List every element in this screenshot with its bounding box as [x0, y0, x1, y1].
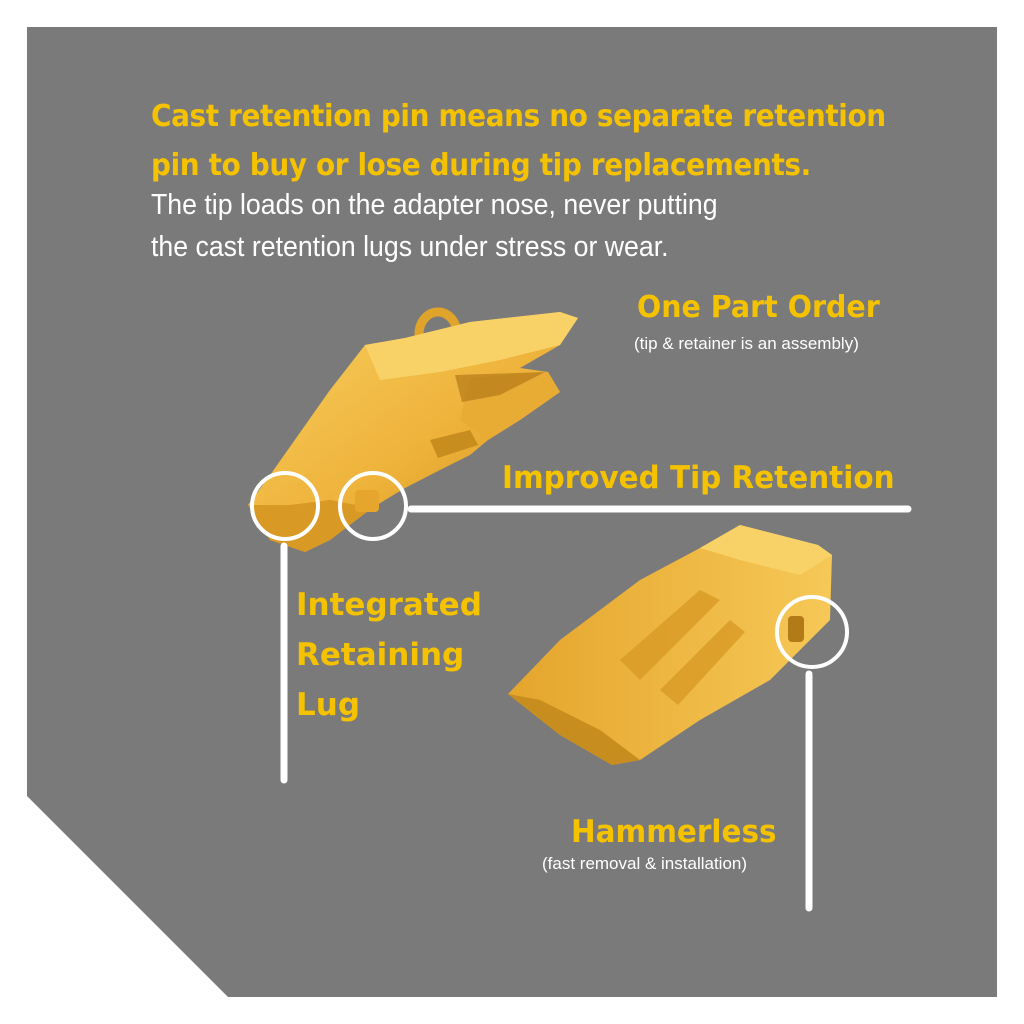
integrated-retaining-lug-label: Integrated Retaining Lug — [296, 580, 482, 730]
lug-label-line-3: Lug — [296, 687, 361, 723]
headline-line-2: pin to buy or lose during tip replacemen… — [151, 148, 811, 183]
one-part-order-note: (tip & retainer is an assembly) — [634, 334, 859, 353]
tip-image — [508, 525, 832, 765]
headline: Cast retention pin means no separate ret… — [151, 92, 914, 190]
headline-line-1: Cast retention pin means no separate ret… — [151, 99, 886, 134]
lug-label-line-1: Integrated — [296, 587, 482, 623]
subtext-line-1: The tip loads on the adapter nose, never… — [151, 189, 718, 221]
one-part-order-label: One Part Order — [637, 290, 880, 325]
lug-callout-circle — [250, 471, 320, 541]
retention-callout-circle — [338, 471, 408, 541]
hammerless-callout-circle — [775, 595, 849, 669]
lug-label-line-2: Retaining — [296, 637, 465, 673]
improved-tip-retention-label: Improved Tip Retention — [502, 460, 895, 496]
subtext: The tip loads on the adapter nose, never… — [151, 184, 795, 268]
hammerless-label: Hammerless — [571, 814, 777, 850]
adapter-image — [248, 307, 578, 552]
subtext-line-2: the cast retention lugs under stress or … — [151, 231, 669, 263]
hammerless-note: (fast removal & installation) — [542, 854, 748, 873]
